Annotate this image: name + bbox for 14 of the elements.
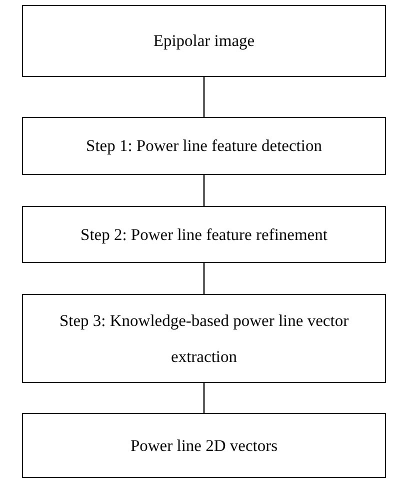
- process-box: [22, 206, 386, 263]
- connector-line: [203, 383, 205, 413]
- step-text: Step 2: Power line feature refinement: [80, 224, 328, 246]
- process-box: [22, 413, 386, 478]
- process-box: [22, 294, 386, 383]
- process-box: [22, 5, 386, 77]
- step-text: Epipolar image: [153, 30, 255, 52]
- connector-line: [203, 263, 205, 294]
- connector-line: [203, 77, 205, 117]
- step-text: Power line 2D vectors: [130, 434, 278, 456]
- connector-line: [203, 175, 205, 206]
- process-box: [22, 117, 386, 175]
- step-text: Step 3: Knowledge-based power line vector extraction: [58, 310, 350, 368]
- step-text: Step 1: Power line feature detection: [86, 135, 322, 157]
